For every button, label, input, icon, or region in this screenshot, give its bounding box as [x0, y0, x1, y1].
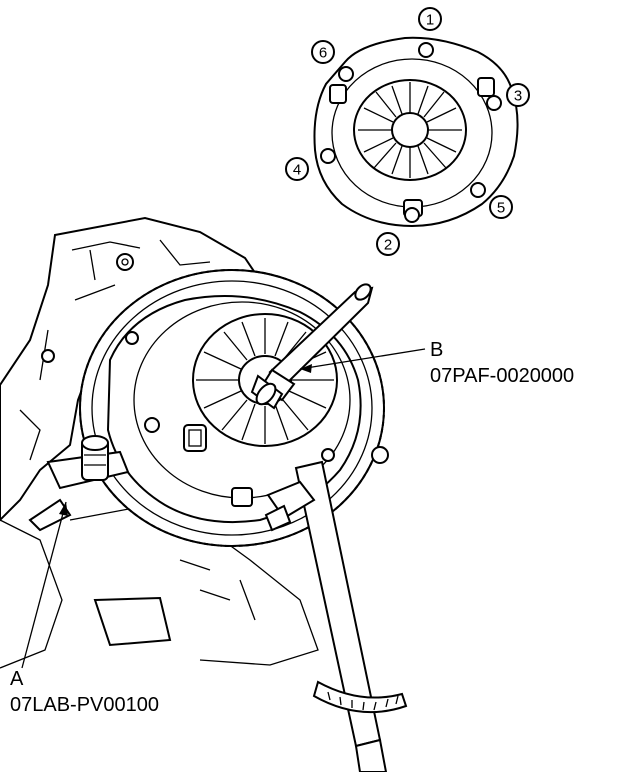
torque-wrench: [264, 460, 408, 772]
svg-text:3: 3: [514, 88, 522, 105]
svg-text:2: 2: [384, 237, 392, 254]
callout-b: B 07PAF-0020000: [299, 339, 574, 387]
bolt-holes: [320, 42, 502, 223]
bolt-sequence-5: 5: [489, 195, 513, 219]
spring-fingers: [358, 82, 462, 178]
svg-text:4: 4: [293, 162, 301, 179]
bolt-sequence-3: 3: [506, 83, 530, 107]
callout-b-letter: B: [430, 339, 443, 361]
pressure-plate-inset: 1 2 3 4 5 6: [285, 7, 530, 256]
callout-b-part-number: 07PAF-0020000: [430, 365, 574, 387]
svg-text:1: 1: [426, 12, 434, 29]
bolt-sequence-badges: 1 2 3 4 5 6: [285, 7, 530, 256]
callout-a-letter: A: [10, 668, 24, 690]
bolt-sequence-4: 4: [285, 157, 309, 181]
svg-text:5: 5: [497, 200, 505, 217]
callout-a: A 07LAB-PV00100: [10, 501, 159, 716]
alignment-shaft: [250, 283, 374, 410]
torque-wrench-scale: [312, 680, 408, 714]
callout-a-part-number: 07LAB-PV00100: [10, 694, 159, 716]
svg-text:6: 6: [319, 45, 327, 62]
bolt-sequence-6: 6: [311, 40, 335, 64]
flywheel-holder: [28, 435, 130, 532]
bolt-sequence-1: 1: [418, 7, 442, 31]
bolt-sequence-2: 2: [376, 232, 400, 256]
